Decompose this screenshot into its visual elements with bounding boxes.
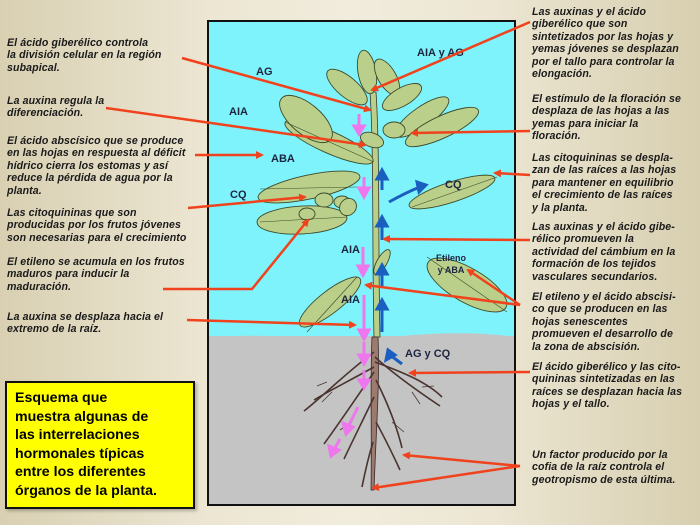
note-floracion: El estímulo de la floración se desplaza …: [532, 93, 682, 143]
label-ag: AG: [256, 66, 273, 78]
label-etileno-aba: Etileno y ABA: [436, 253, 467, 275]
note-cq-raices-hojas: Las citoquininas se despla- zan de las r…: [532, 152, 677, 214]
note-auxinas-ag-elongacion: Las auxinas y el ácido giberélico que so…: [532, 6, 679, 81]
note-etileno-maduracion: El etileno se acumula en los frutos madu…: [7, 256, 185, 293]
note-ag-cq-raices: El ácido giberélico y las cito- quininas…: [532, 361, 683, 411]
label-aia-low: AIA: [341, 294, 360, 306]
plant-illustration: [209, 49, 514, 504]
plant-illustration-frame: AIA y AG AG AIA ABA CQ CQ AIA AIA Etilen…: [207, 20, 516, 506]
label-cq-left: CQ: [230, 189, 247, 201]
note-geotropismo: Un factor producido por la cofia de la r…: [532, 449, 676, 486]
label-aia-top: AIA: [229, 106, 248, 118]
diagram-title-box: Esquema que muestra algunas de las inter…: [5, 381, 195, 509]
label-aia-y-ag: AIA y AG: [417, 47, 464, 59]
note-auxina-diferenciacion: La auxina regula la diferenciación.: [7, 95, 105, 120]
note-cq-frutos: Las citoquininas que son producidas por …: [7, 207, 187, 244]
label-aba: ABA: [271, 153, 295, 165]
note-ag-division: El ácido giberélico controla la división…: [7, 37, 162, 74]
label-ag-y-cq: AG y CQ: [405, 348, 451, 360]
note-abscision: El etileno y el ácido abscisi- co que se…: [532, 291, 676, 353]
note-cambium: Las auxinas y el ácido gibe- rélico prom…: [532, 221, 676, 283]
note-aba-estomas: El ácido abscísico que se produce en las…: [7, 135, 186, 197]
label-cq-right: CQ: [445, 179, 462, 191]
label-aia-mid: AIA: [341, 244, 360, 256]
note-auxina-raiz: La auxina se desplaza hacia el extremo d…: [7, 311, 164, 336]
